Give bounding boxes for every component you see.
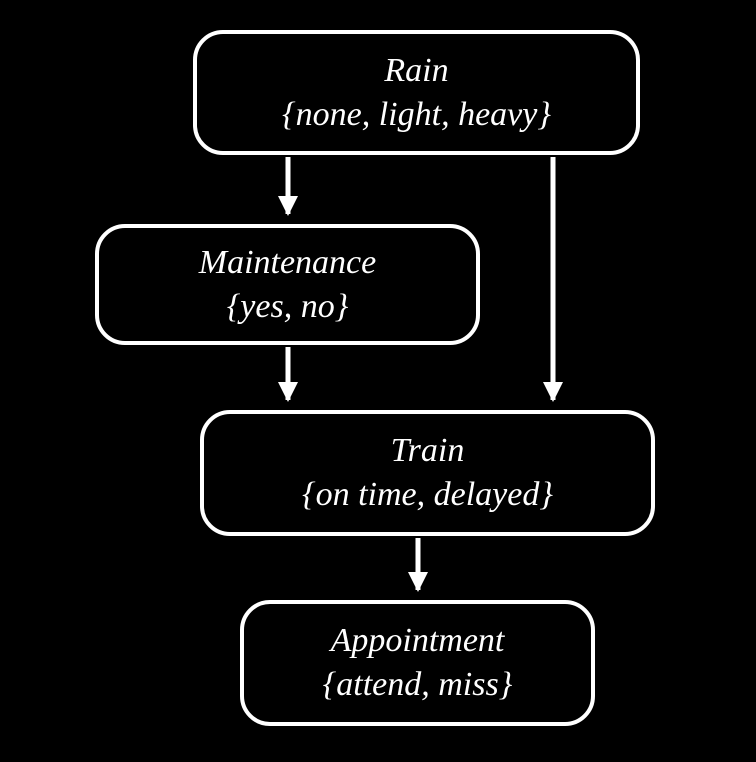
- node-rain: Rain {none, light, heavy}: [193, 30, 640, 155]
- node-train-title: Train: [390, 432, 465, 470]
- node-train-values: {on time, delayed}: [302, 476, 553, 513]
- node-maintenance: Maintenance {yes, no}: [95, 224, 480, 345]
- node-appointment-values: {attend, miss}: [322, 666, 513, 703]
- node-rain-values: {none, light, heavy}: [282, 95, 551, 133]
- node-rain-title: Rain: [384, 51, 449, 89]
- node-appointment-title: Appointment: [330, 622, 505, 660]
- node-appointment: Appointment {attend, miss}: [240, 600, 595, 726]
- node-maintenance-title: Maintenance: [198, 243, 377, 281]
- node-train: Train {on time, delayed}: [200, 410, 655, 536]
- node-maintenance-values: {yes, no}: [226, 287, 349, 325]
